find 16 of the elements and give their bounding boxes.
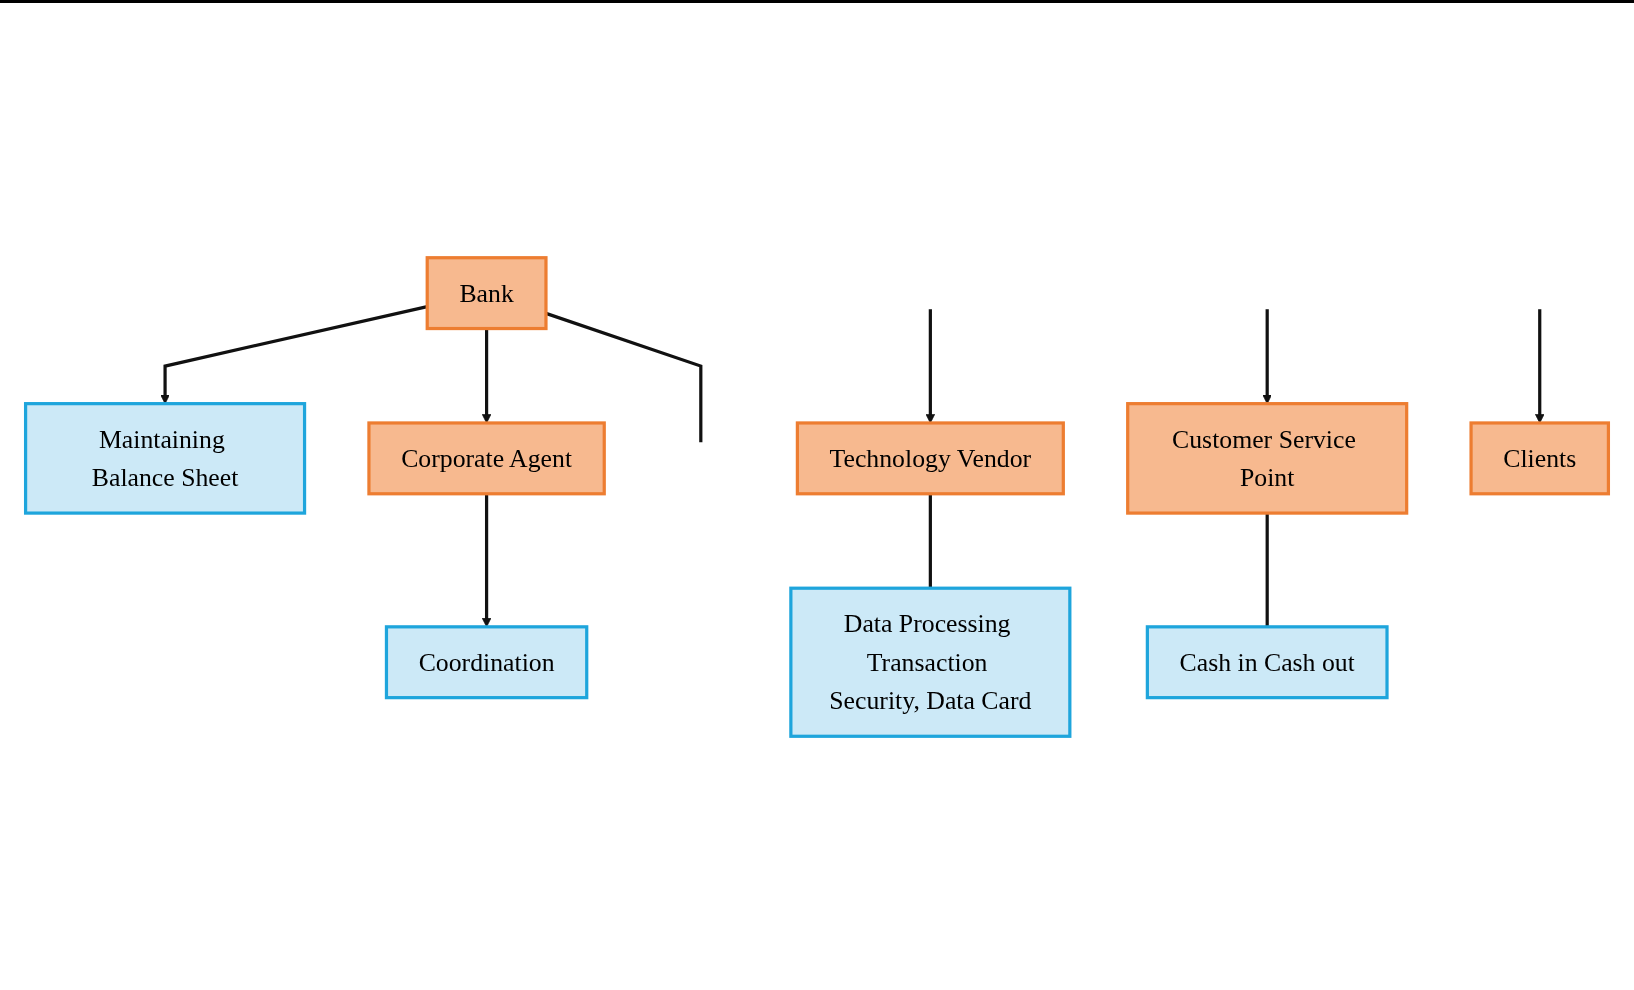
node-box: Coordination [384,624,589,699]
node-box: Data Processing Transaction Security, Data Card [789,586,1072,738]
node-box: Maintaining Balance Sheet [23,401,307,515]
arrow [481,493,492,627]
node-box: Corporate Agent [367,420,606,495]
node-box: Cash in Cash out [1145,624,1389,699]
connector [928,493,932,588]
node-box: Customer Service Point [1126,401,1409,515]
node-box: Clients [1469,420,1611,495]
arrow [481,328,492,423]
arrow [1535,308,1545,423]
connector [1265,512,1269,627]
node-box: Bank [425,255,548,330]
node-box: Technology Vendor [795,420,1065,495]
arrow [1262,308,1272,404]
arrow [925,308,936,423]
